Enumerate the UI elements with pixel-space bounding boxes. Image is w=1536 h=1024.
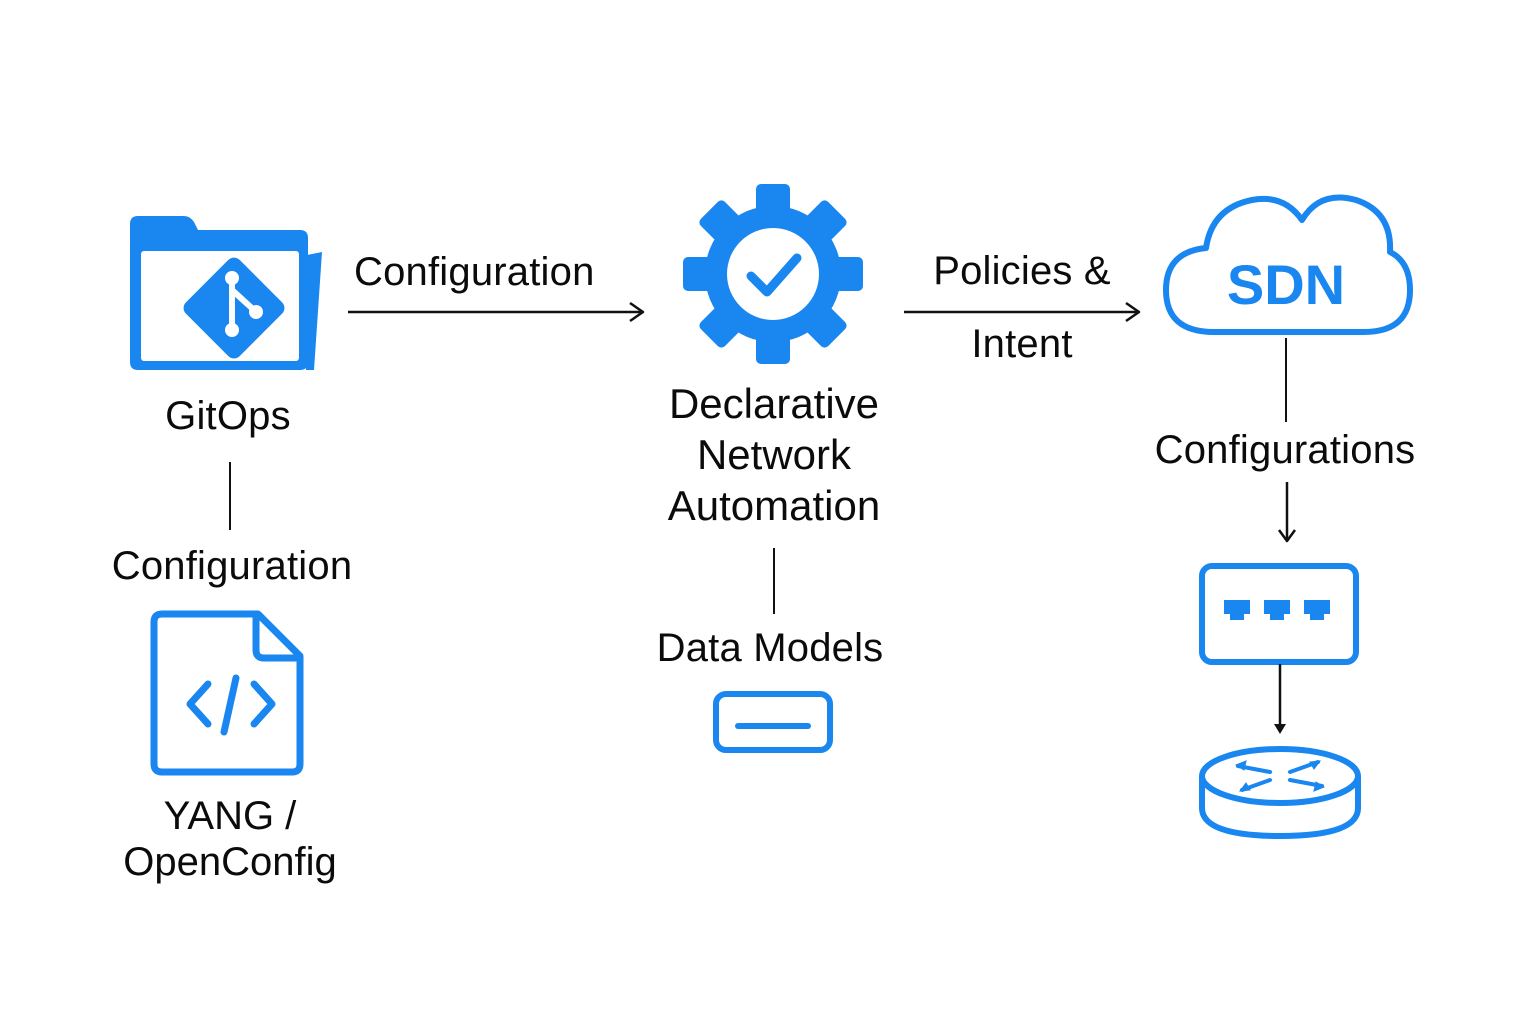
arrow1-label: Configuration bbox=[354, 250, 595, 294]
yang-openconfig-label: YANG / OpenConfig bbox=[123, 793, 336, 885]
arrow-down-icon bbox=[1277, 482, 1297, 543]
gear-check-icon bbox=[683, 184, 863, 364]
sdn-connector-line bbox=[1285, 338, 1287, 422]
arrow-down-icon-2 bbox=[1274, 664, 1286, 734]
arrow2-label-line1: Policies & bbox=[933, 249, 1111, 293]
center-title-line1: Declarative bbox=[668, 380, 880, 427]
data-models-label: Data Models bbox=[656, 626, 884, 670]
arrow-right-icon-2 bbox=[904, 301, 1141, 323]
yang-label-line2: OpenConfig bbox=[123, 840, 337, 884]
network-switch-icon bbox=[1199, 563, 1359, 665]
arrow2-label-line2: Intent bbox=[971, 322, 1073, 366]
router-icon bbox=[1199, 746, 1361, 840]
yang-label-line1: YANG / bbox=[163, 794, 297, 838]
gitops-connector-label: Configuration bbox=[111, 544, 353, 588]
gitops-label: GitOps bbox=[165, 394, 291, 438]
sdn-text: SDN bbox=[1227, 253, 1345, 316]
git-folder-icon bbox=[130, 216, 322, 370]
center-connector-line bbox=[773, 548, 775, 614]
configurations-label: Configurations bbox=[1154, 428, 1416, 472]
code-file-icon bbox=[150, 610, 304, 776]
arrow-right-icon bbox=[348, 301, 645, 323]
center-title-line2: Network bbox=[696, 431, 852, 478]
gitops-connector-line bbox=[229, 462, 231, 530]
center-title-line3: Automation bbox=[667, 482, 881, 529]
cloud-icon: SDN bbox=[1163, 194, 1413, 335]
data-model-bar-icon bbox=[713, 691, 833, 753]
declarative-network-automation-title: Declarative Network Automation bbox=[668, 378, 880, 531]
